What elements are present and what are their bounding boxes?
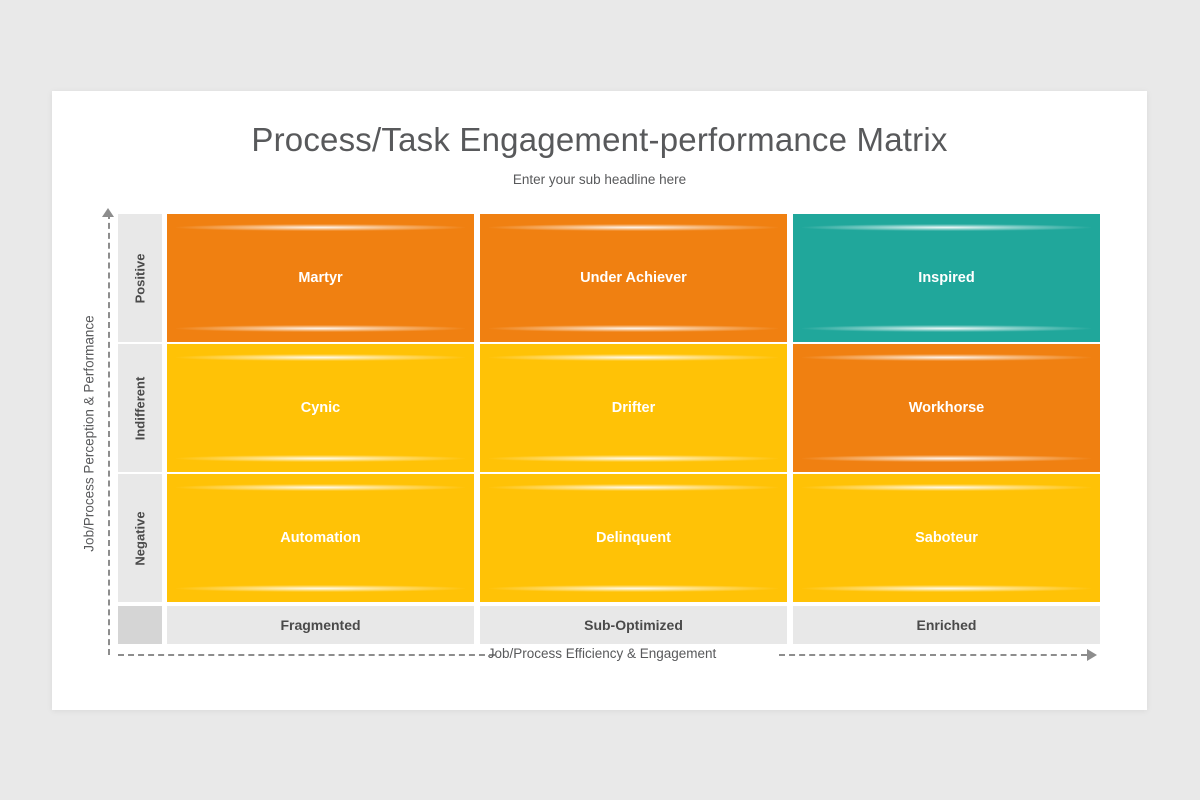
column-label-enriched: Enriched bbox=[793, 606, 1100, 644]
x-axis-line-left bbox=[118, 654, 495, 656]
row-label-indifferent: Indifferent bbox=[118, 344, 162, 472]
matrix-cell-under-achiever[interactable]: Under Achiever bbox=[480, 214, 787, 342]
column-label-sub-optimized: Sub-Optimized bbox=[480, 606, 787, 644]
matrix-cell-inspired[interactable]: Inspired bbox=[793, 214, 1100, 342]
x-axis-title: Job/Process Efficiency & Engagement bbox=[487, 646, 717, 661]
row-label-negative: Negative bbox=[118, 474, 162, 602]
row-label-text: Negative bbox=[132, 510, 148, 566]
matrix-cell-label: Delinquent bbox=[596, 530, 671, 546]
matrix-cell-workhorse[interactable]: Workhorse bbox=[793, 344, 1100, 472]
row-label-text: Positive bbox=[132, 253, 148, 303]
row-label-text: Indifferent bbox=[132, 376, 148, 440]
row-label-positive: Positive bbox=[118, 214, 162, 342]
y-axis-line bbox=[108, 213, 112, 655]
matrix-cell-label: Martyr bbox=[298, 270, 343, 286]
matrix-cell-martyr[interactable]: Martyr bbox=[167, 214, 474, 342]
x-axis-arrow-icon bbox=[1087, 649, 1097, 661]
slide-card: Process/Task Engagement-performance Matr… bbox=[52, 91, 1147, 710]
matrix-cell-label: Workhorse bbox=[908, 400, 985, 416]
column-label-fragmented: Fragmented bbox=[167, 606, 474, 644]
x-axis-line-right bbox=[779, 654, 1087, 656]
page-title: Process/Task Engagement-performance Matr… bbox=[251, 121, 948, 158]
matrix-cell-label: Under Achiever bbox=[580, 270, 687, 286]
axis-corner-box bbox=[118, 606, 162, 644]
page-subtitle: Enter your sub headline here bbox=[512, 172, 687, 187]
matrix-cell-label: Inspired bbox=[918, 270, 975, 286]
matrix-cell-label: Saboteur bbox=[915, 530, 978, 546]
matrix-cell-label: Cynic bbox=[300, 400, 341, 416]
matrix-chart: Job/Process Perception & Performance Pos… bbox=[52, 91, 1147, 710]
matrix-cell-delinquent[interactable]: Delinquent bbox=[480, 474, 787, 602]
matrix-cell-cynic[interactable]: Cynic bbox=[167, 344, 474, 472]
y-axis-arrow-icon bbox=[102, 208, 114, 217]
matrix-cell-label: Automation bbox=[280, 530, 361, 546]
y-axis-title: Job/Process Perception & Performance bbox=[81, 315, 97, 552]
matrix-cell-automation[interactable]: Automation bbox=[167, 474, 474, 602]
matrix-cell-label: Drifter bbox=[611, 400, 656, 416]
matrix-cell-saboteur[interactable]: Saboteur bbox=[793, 474, 1100, 602]
matrix-cell-drifter[interactable]: Drifter bbox=[480, 344, 787, 472]
